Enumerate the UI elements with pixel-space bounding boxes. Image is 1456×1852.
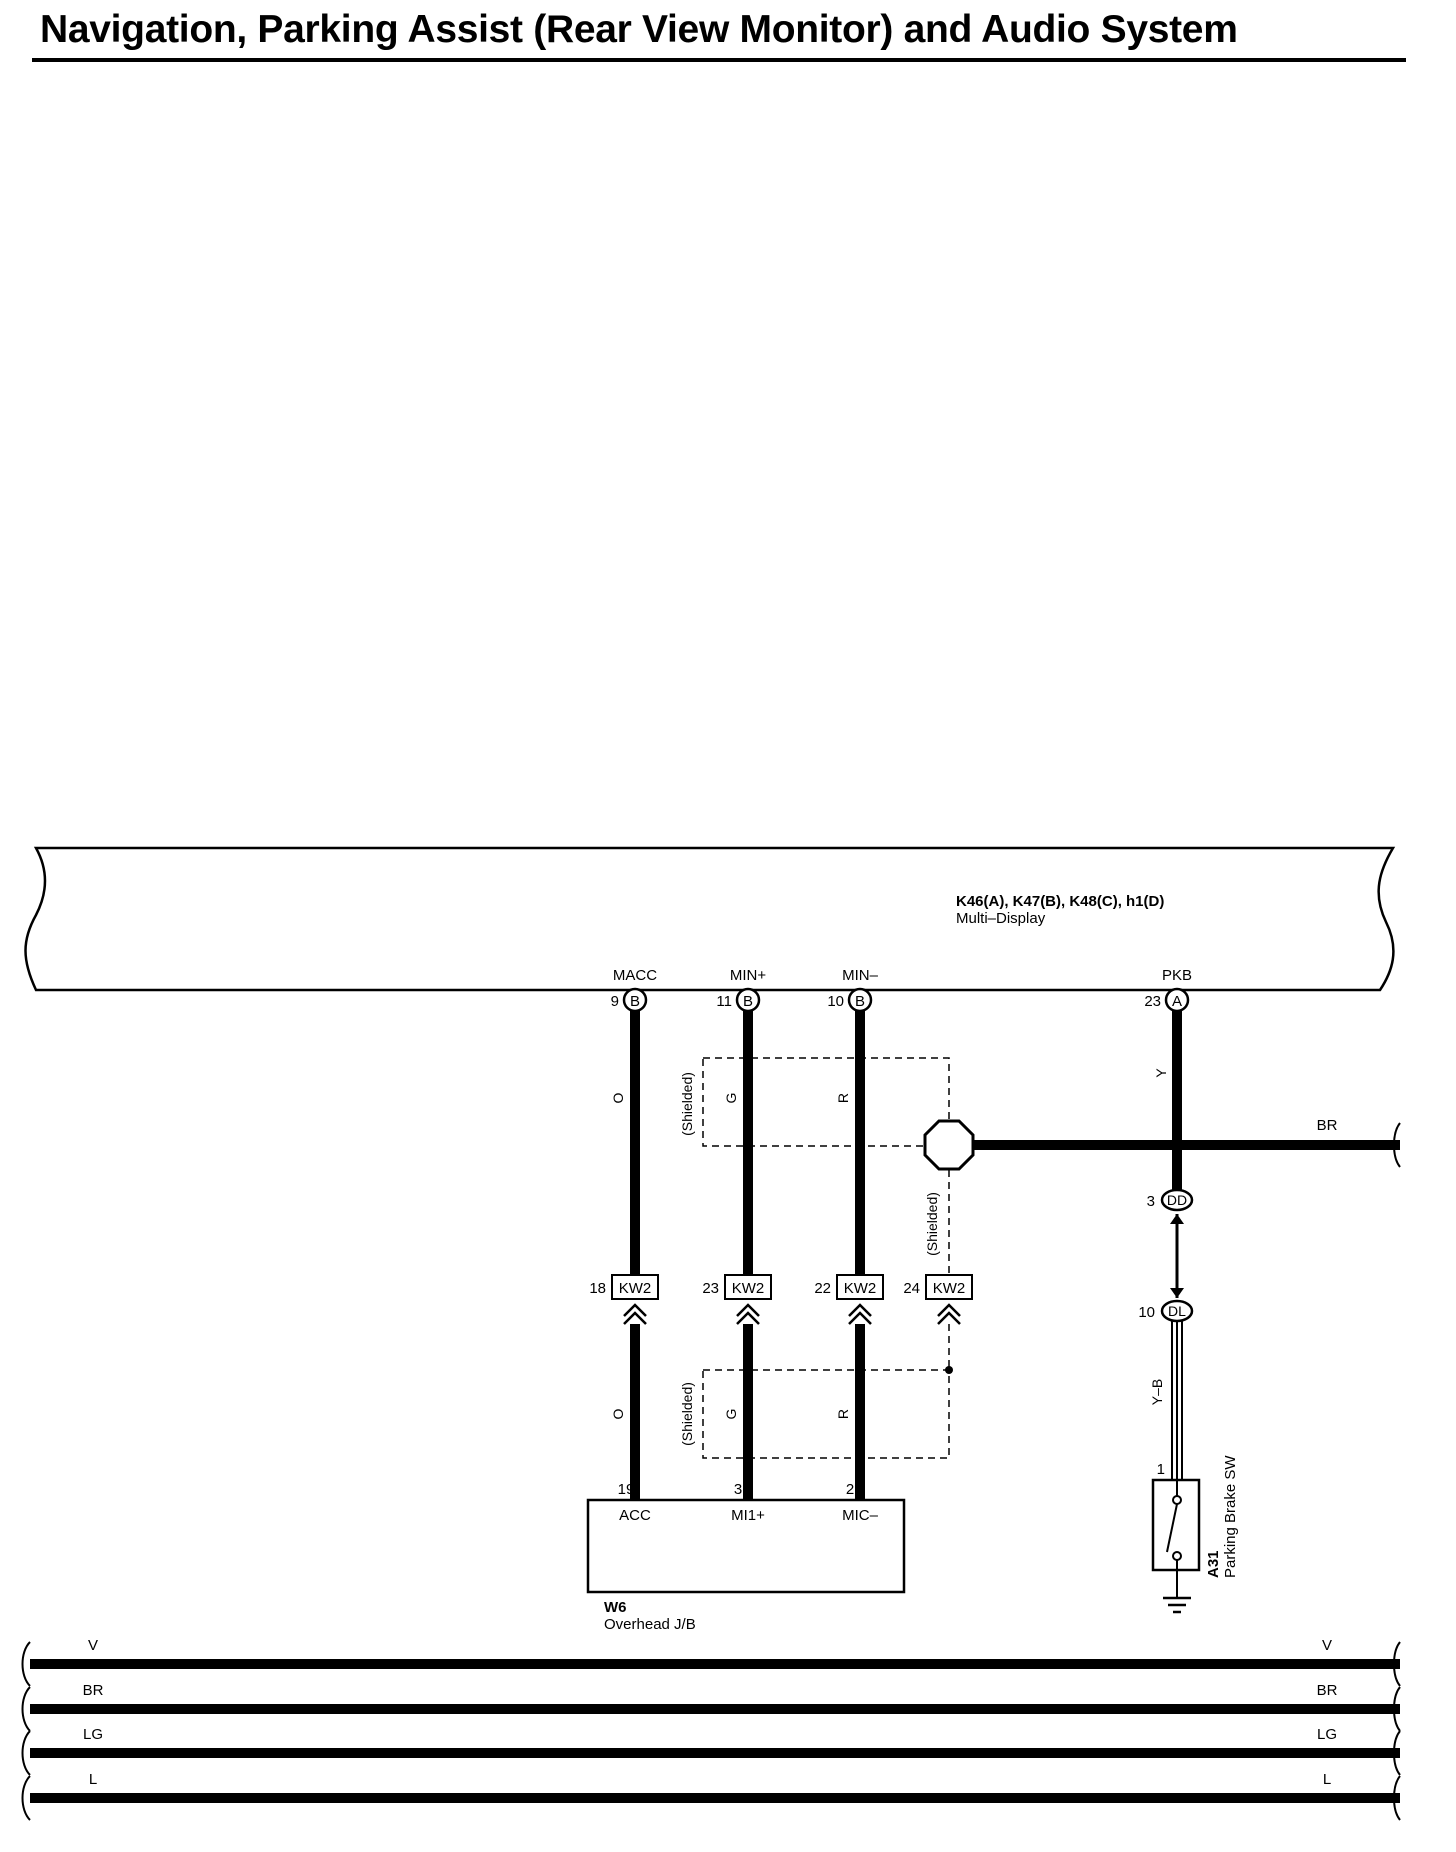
pin-name-macc: MACC: [613, 967, 657, 984]
wire-color-min-plus-lower: G: [723, 1409, 739, 1420]
wire-y-b: [1171, 1321, 1183, 1480]
overhead-jb-box: [586, 1498, 906, 1594]
kw2-label-23: KW2: [732, 1280, 765, 1297]
kw2-num-23: 23: [702, 1280, 719, 1297]
wires-lower: [630, 1324, 865, 1500]
shield-box-lower: [702, 1369, 950, 1459]
wire-color-pkb: Y: [1153, 1068, 1169, 1078]
wire-color-min-plus-upper: G: [723, 1093, 739, 1104]
page-title: Navigation, Parking Assist (Rear View Mo…: [40, 8, 1238, 51]
kw2-label-22: KW2: [844, 1280, 877, 1297]
bus-label-l-left: L: [89, 1771, 97, 1788]
pin-conn-macc: B: [630, 993, 640, 1010]
kw2-label-24: KW2: [933, 1280, 966, 1297]
wire-color-min-minus-upper: R: [835, 1093, 851, 1103]
switch-blade: [1166, 1503, 1178, 1553]
junction-dl-num: 10: [1138, 1304, 1155, 1321]
multi-display-box: [24, 846, 1396, 992]
junction-dl-label: DL: [1168, 1303, 1186, 1319]
pin-circle-min-minus: [847, 987, 873, 1013]
jb-pin-num-mic: 2: [846, 1481, 854, 1498]
pin-conn-min-plus: B: [743, 993, 753, 1010]
parking-brake-sw-name: Parking Brake SW: [1222, 1455, 1239, 1578]
shield-label-lower: (Shielded): [679, 1382, 695, 1446]
connector-chevrons: [623, 1303, 961, 1325]
kw2-boxes: [611, 1274, 973, 1300]
jb-pin-num-mi1: 3: [734, 1481, 742, 1498]
arrow-up-icon: [1170, 1214, 1184, 1224]
overhead-jb-name: Overhead J/B: [604, 1616, 696, 1633]
kw2-box-24: [925, 1274, 973, 1300]
kw2-box-22: [836, 1274, 884, 1300]
pin-circles: [622, 987, 1190, 1013]
pin-circle-macc: [622, 987, 648, 1013]
shield-label-upper: (Shielded): [679, 1072, 695, 1136]
junction-dd-label: DD: [1167, 1192, 1187, 1208]
junction-dd-num: 3: [1147, 1193, 1155, 1210]
title-rule: [32, 58, 1406, 62]
kw2-num-24: 24: [903, 1280, 920, 1297]
wire-color-min-minus-lower: R: [835, 1409, 851, 1419]
pin-num-macc: 9: [611, 993, 619, 1010]
multi-display-connectors: K46(A), K47(B), K48(C), h1(D): [956, 893, 1164, 910]
kw2-num-22: 22: [814, 1280, 831, 1297]
pin-name-pkb: PKB: [1162, 967, 1192, 984]
jb-pin-name-acc: ACC: [619, 1507, 651, 1524]
junction-dd-oval: [1160, 1188, 1194, 1212]
shield-junction-dot: [945, 1366, 953, 1374]
ground-splice-octagon: [923, 1119, 975, 1171]
jb-pin-name-mi1: MI1+: [731, 1507, 765, 1524]
pin-num-pkb: 23: [1144, 993, 1161, 1010]
kw2-label-18: KW2: [619, 1280, 652, 1297]
br-bus-break: [1393, 1122, 1401, 1168]
bus-label-br-left: BR: [83, 1682, 104, 1699]
parking-brake-sw-id: A31: [1205, 1550, 1222, 1578]
bus-line-breaks: [21, 1641, 1401, 1821]
shield-label-drain: (Shielded): [924, 1192, 940, 1256]
chevron-icon: [623, 1303, 647, 1325]
wire-color-y-b: Y–B: [1149, 1379, 1165, 1405]
wire-color-macc-lower: O: [610, 1408, 626, 1419]
pin-num-min-minus: 10: [827, 993, 844, 1010]
switch-contact-bottom: [1172, 1551, 1182, 1561]
parking-brake-pin: 1: [1157, 1461, 1165, 1478]
pin-circle-pkb: [1164, 987, 1190, 1013]
bus-label-v-left: V: [88, 1637, 98, 1654]
chevron-icon: [848, 1303, 872, 1325]
pin-name-min-minus: MIN–: [842, 967, 878, 984]
overhead-jb-id: W6: [604, 1599, 627, 1616]
shield-box-upper: [702, 1057, 950, 1147]
multi-display-name: Multi–Display: [956, 910, 1046, 927]
kw2-box-23: [724, 1274, 772, 1300]
bus-label-lg-right: LG: [1317, 1726, 1337, 1743]
bus-label-l-right: L: [1323, 1771, 1331, 1788]
bus-label-lg-left: LG: [83, 1726, 103, 1743]
chevron-icon: [736, 1303, 760, 1325]
wire-color-br-bus-label: BR: [1317, 1117, 1338, 1134]
bus-label-br-right: BR: [1317, 1682, 1338, 1699]
pin-circle-min-plus: [735, 987, 761, 1013]
pin-conn-pkb: A: [1172, 993, 1182, 1010]
ground-icon: [1163, 1596, 1191, 1614]
bus-label-v-right: V: [1322, 1637, 1332, 1654]
chevron-icon: [937, 1303, 961, 1325]
pin-name-min-plus: MIN+: [730, 967, 766, 984]
pin-num-min-plus: 11: [716, 993, 732, 1010]
arrow-down-icon: [1170, 1288, 1184, 1298]
kw2-box-18: [611, 1274, 659, 1300]
bus-lines: [30, 1659, 1400, 1803]
jb-pin-name-mic: MIC–: [842, 1507, 878, 1524]
kw2-num-18: 18: [589, 1280, 606, 1297]
wire-color-macc-upper: O: [610, 1092, 626, 1103]
jb-pin-num-acc: 19: [618, 1481, 635, 1498]
switch-contact-top: [1172, 1495, 1182, 1505]
pin-conn-min-minus: B: [855, 993, 865, 1010]
